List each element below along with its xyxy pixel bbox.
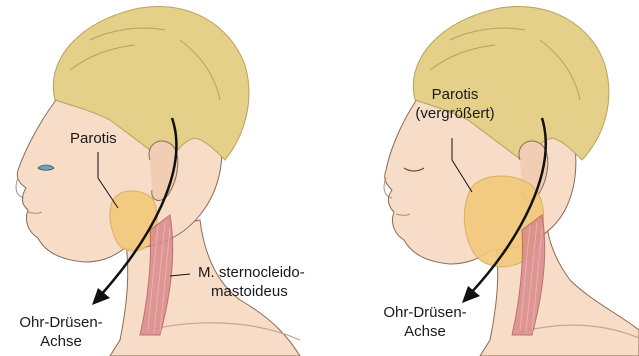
right-axis-label-line1: Ohr-Drüsen- bbox=[370, 304, 480, 322]
right-panel: Parotis (vergrößert) Ohr-Drüsen- Achse bbox=[320, 0, 639, 356]
left-panel: Parotis M. sternocleido- mastoideus Ohr-… bbox=[0, 0, 320, 356]
right-axis-arrowhead bbox=[462, 286, 480, 303]
left-parotis-label: Parotis bbox=[70, 130, 117, 148]
right-axis-label-line2: Achse bbox=[370, 323, 480, 341]
left-muscle-label-line2: mastoideus bbox=[211, 283, 288, 301]
right-head-illustration bbox=[320, 0, 639, 356]
right-parotis-label-line1: Parotis bbox=[390, 86, 520, 104]
left-axis-label-line1: Ohr-Drüsen- bbox=[6, 314, 116, 332]
left-muscle-label-line1: M. sternocleido- bbox=[198, 264, 305, 282]
left-axis-arrowhead bbox=[92, 288, 110, 305]
right-parotis-label-line2: (vergrößert) bbox=[390, 105, 520, 123]
left-axis-label-line2: Achse bbox=[6, 333, 116, 351]
left-head-illustration bbox=[0, 0, 320, 356]
